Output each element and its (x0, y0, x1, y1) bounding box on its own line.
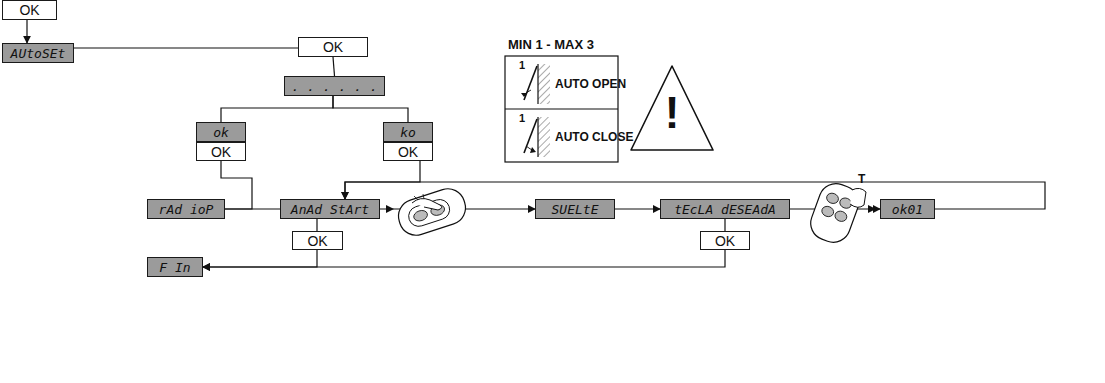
callout-title: MIN 1 - MAX 3 (508, 37, 594, 52)
ok-button: OK (700, 231, 750, 250)
node-text: ok01 (892, 202, 923, 217)
node-text: ok (213, 125, 229, 140)
callout-divider (505, 108, 618, 109)
auto-close-icon (524, 117, 550, 157)
flow-connector (225, 208, 280, 209)
ok-button: OK (2, 0, 57, 20)
flow-connector (724, 219, 725, 231)
flow-connector (221, 96, 333, 122)
node-text: F In (159, 260, 190, 275)
display-box: ok01 (880, 199, 935, 219)
ok-button: OK (298, 37, 368, 57)
flow-connector (221, 161, 252, 209)
flow-arrowhead (386, 205, 394, 213)
warning-mark: ! (652, 88, 692, 138)
node-text: OK (323, 39, 343, 55)
flow-connector (316, 219, 317, 231)
display-box: AUtoSEt (2, 43, 74, 63)
display-box: F In (147, 257, 203, 277)
flow-connector (203, 250, 725, 267)
mode-label: AUTO CLOSE (555, 130, 633, 144)
node-text: tEcLA dESEAdA (674, 202, 776, 217)
node-text: OK (19, 2, 39, 18)
node-text: OK (715, 233, 735, 249)
flow-connector (345, 161, 420, 199)
flow-connector (333, 57, 335, 76)
node-text: OK (398, 144, 418, 160)
node-text: . . . . . . (291, 79, 377, 94)
flow-connector (333, 96, 408, 122)
flow-arrowhead (868, 205, 876, 213)
flow-connector (74, 47, 298, 48)
node-text: SUELtE (552, 202, 599, 217)
ok-button: OK (196, 142, 246, 161)
node-text: OK (307, 233, 327, 249)
display-box: . . . . . . (284, 76, 385, 96)
display-box: SUELtE (535, 199, 615, 219)
display-box: ok (196, 122, 246, 142)
button-label: T (858, 172, 865, 186)
ok-button: OK (383, 142, 433, 161)
node-text: AUtoSEt (11, 46, 66, 61)
callout-number: 1 (519, 59, 525, 71)
node-text: OK (211, 144, 231, 160)
node-text: ko (400, 125, 416, 140)
node-text: rAd ioP (159, 202, 214, 217)
mode-label: AUTO OPEN (555, 77, 626, 91)
callout-number: 1 (519, 112, 525, 124)
node-text: AnAd StArt (291, 202, 369, 217)
flow-connector (203, 250, 317, 267)
display-box: tEcLA dESEAdA (660, 199, 790, 219)
warning-triangle (631, 66, 713, 150)
display-box: rAd ioP (147, 199, 225, 219)
flow-connector (615, 208, 660, 209)
display-box: AnAd StArt (280, 199, 380, 219)
auto-open-icon (521, 64, 550, 104)
remote-control (394, 184, 470, 239)
flow-connector (26, 20, 27, 43)
remote-control (806, 179, 866, 247)
display-box: ko (383, 122, 433, 142)
ok-button: OK (292, 231, 343, 250)
callout-box (505, 56, 618, 162)
